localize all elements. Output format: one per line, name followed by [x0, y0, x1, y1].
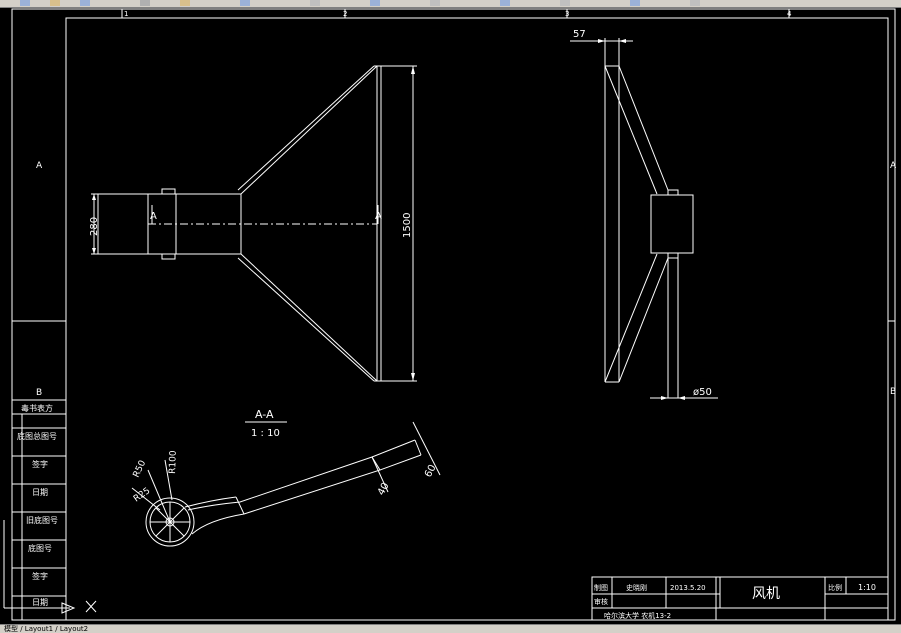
left-col-item: 日期 — [32, 598, 48, 607]
col-label: 2 — [343, 10, 347, 18]
dim-57: 57 — [573, 29, 586, 40]
section-mark: A — [375, 211, 382, 222]
left-col-item: 签字 — [32, 459, 48, 469]
toolbar-button[interactable] — [240, 0, 250, 6]
section-scale: 1 : 10 — [251, 428, 280, 439]
toolbar-button[interactable] — [430, 0, 440, 6]
section-mark: A — [150, 211, 157, 222]
section-view — [131, 421, 441, 547]
side-view — [570, 38, 718, 399]
ucs-icon — [3, 520, 97, 614]
left-col-item: 底图总图号 — [17, 431, 57, 441]
left-col-item: 毒书表方 — [21, 403, 53, 413]
toolbar-button[interactable] — [80, 0, 90, 6]
title-block-school: 哈尔滨大学 农机13-2 — [604, 611, 671, 620]
row-label: A — [890, 161, 897, 171]
left-col-item: B — [36, 388, 42, 398]
toolbar-button[interactable] — [50, 0, 60, 6]
dim-1500: 1500 — [402, 213, 413, 238]
col-label: 1 — [124, 10, 128, 18]
dim-40: 40 — [376, 481, 392, 497]
dim-r50: R50 — [132, 459, 149, 480]
toolbar — [0, 0, 901, 8]
toolbar-button[interactable] — [140, 0, 150, 6]
dim-diameter-50: ø50 — [693, 387, 712, 398]
left-column-table — [12, 399, 66, 620]
dim-60: 60 — [423, 463, 439, 479]
row-label: A — [36, 161, 43, 171]
toolbar-button[interactable] — [370, 0, 380, 6]
row-label: B — [890, 387, 896, 397]
toolbar-button[interactable] — [500, 0, 510, 6]
title-block-label: 制图 — [594, 583, 608, 592]
col-label: 4 — [787, 10, 792, 18]
toolbar-button[interactable] — [20, 0, 30, 6]
title-block — [591, 576, 889, 621]
toolbar-button[interactable] — [560, 0, 570, 6]
drawing-title: 风机 — [752, 586, 780, 602]
toolbar-button[interactable] — [310, 0, 320, 6]
layout-tabs[interactable]: 模型 / Layout1 / Layout2 — [0, 624, 901, 633]
layout-tabs-label[interactable]: 模型 / Layout1 / Layout2 — [4, 625, 89, 633]
sheet-border — [11, 8, 896, 621]
col-label: 3 — [565, 10, 569, 18]
drawing-frame — [65, 17, 889, 621]
title-block-label: 比例 — [828, 583, 842, 592]
left-col-item: 旧底图号 — [26, 515, 58, 525]
title-block-scale: 1:10 — [858, 583, 876, 592]
toolbar-button[interactable] — [690, 0, 700, 6]
front-view — [91, 65, 417, 382]
title-block-label: 审核 — [594, 597, 608, 606]
left-col-item: 底图号 — [28, 543, 52, 553]
toolbar-button[interactable] — [180, 0, 190, 6]
left-col-item: 签字 — [32, 571, 48, 581]
section-title: A-A — [255, 408, 274, 421]
title-block-date: 2013.5.20 — [670, 584, 706, 592]
title-block-drafter: 史晓刚 — [626, 583, 647, 592]
dim-280: 280 — [89, 217, 100, 236]
toolbar-button[interactable] — [630, 0, 640, 6]
dim-r100: R100 — [168, 450, 179, 474]
drawing-canvas[interactable]: 1 2 3 4 A A B — [0, 8, 901, 624]
left-col-item: 日期 — [32, 488, 48, 497]
